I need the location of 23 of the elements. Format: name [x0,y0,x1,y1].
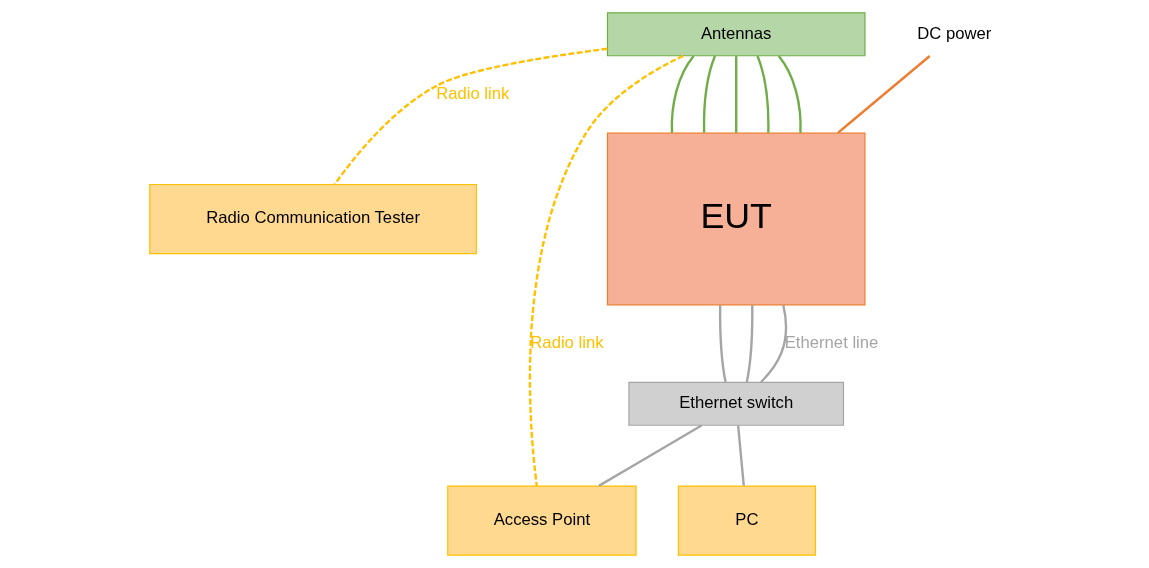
node-box: Radio Communication Tester [148,183,477,255]
connector [528,54,684,486]
connector [702,55,716,133]
edge-label: Radio link [529,333,604,353]
connector [718,305,727,383]
connector [736,425,745,486]
connector [670,55,695,133]
connector [333,47,607,185]
connector [777,55,802,133]
edge-label: Radio link [435,83,509,103]
node-text: DC power [916,23,991,43]
edge-label: Ethernet line [784,333,878,353]
connector [597,424,702,487]
connector [836,55,930,134]
node-box: Access Point [446,485,637,556]
node-box: PC [677,485,816,556]
connector [755,55,770,133]
connector [759,304,787,383]
connector [745,305,753,383]
connector [734,56,737,133]
node-box: EUT [606,132,866,306]
node-box: Antennas [606,12,866,57]
node-box: Ethernet switch [627,381,844,426]
